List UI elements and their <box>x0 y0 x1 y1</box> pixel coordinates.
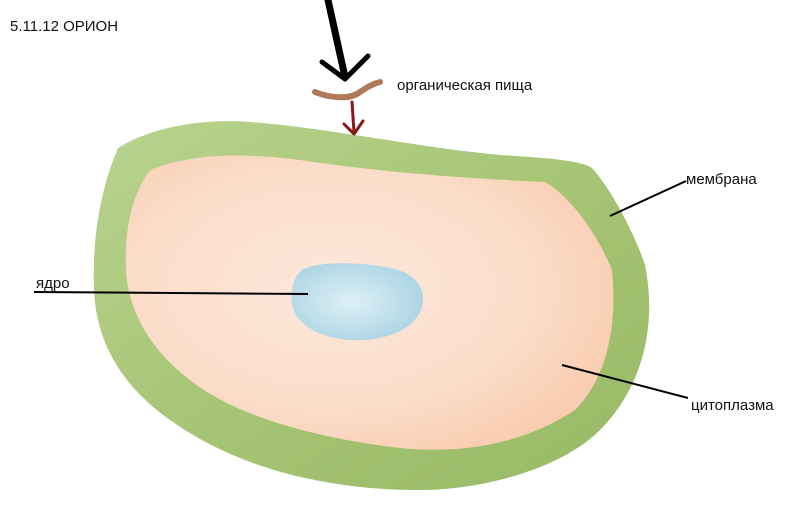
page-title: 5.11.12 ОРИОН <box>10 18 119 35</box>
food-label: органическая пища <box>397 77 533 94</box>
cytoplasm-pointer-line <box>561 364 689 399</box>
food-particle <box>312 79 383 101</box>
big-arrow-icon <box>324 0 349 81</box>
membrane-label: мембрана <box>686 171 757 188</box>
nucleus-pointer-line <box>33 291 309 295</box>
membrane-pointer-line <box>609 180 687 217</box>
small-arrow-head-icon <box>342 119 365 136</box>
big-arrow-head-icon <box>319 53 371 82</box>
nucleus-shape <box>291 263 424 341</box>
nucleus-label: ядро <box>36 275 70 292</box>
cytoplasm-label: цитоплазма <box>691 397 774 414</box>
small-arrow-icon <box>350 100 356 134</box>
